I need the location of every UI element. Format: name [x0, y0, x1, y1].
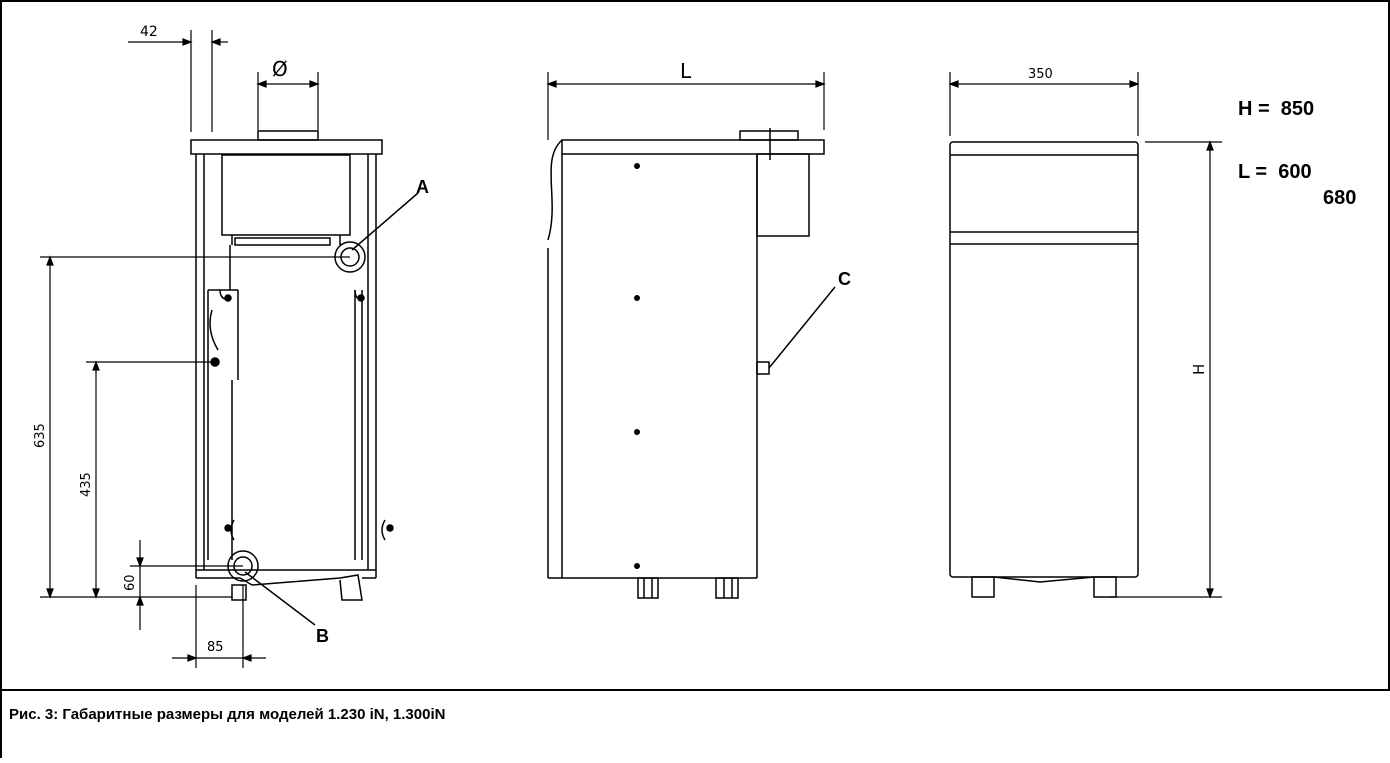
- rear-view-dimensions: [948, 72, 1222, 599]
- legend-l-value-2: 680: [1323, 187, 1357, 209]
- rear-view-labels: 350 H: [1028, 67, 1208, 375]
- dim-635-label: 635: [33, 423, 48, 448]
- dim-h-label: H: [1190, 364, 1208, 375]
- connection-c-label: C: [838, 269, 851, 289]
- rear-view: [949, 141, 1139, 598]
- dim-85-label: 85: [207, 640, 224, 655]
- dim-435-label: 435: [79, 472, 94, 497]
- side-view-dimensions: [546, 72, 826, 140]
- front-view: [190, 130, 419, 626]
- front-view-dimensions: [40, 30, 350, 668]
- dim-42-label: 42: [140, 24, 158, 40]
- dim-length-label: L: [680, 59, 692, 83]
- connection-a-label: A: [416, 177, 429, 197]
- dim-60-label: 60: [123, 574, 138, 591]
- side-view-dots: [634, 163, 640, 569]
- side-view-labels: L C: [680, 59, 851, 289]
- figure-caption: Рис. 3: Габаритные размеры для моделей 1…: [9, 706, 446, 723]
- connection-b-label: B: [316, 626, 329, 646]
- front-view-labels: 42 Ø 635 435 60 85 A B: [33, 24, 429, 655]
- legend-h-value: H = 850: [1238, 98, 1315, 120]
- legend-l-value-1: L = 600: [1238, 161, 1312, 183]
- dim-350-label: 350: [1028, 67, 1053, 82]
- dim-diameter-label: Ø: [272, 57, 288, 81]
- side-view: [547, 128, 836, 599]
